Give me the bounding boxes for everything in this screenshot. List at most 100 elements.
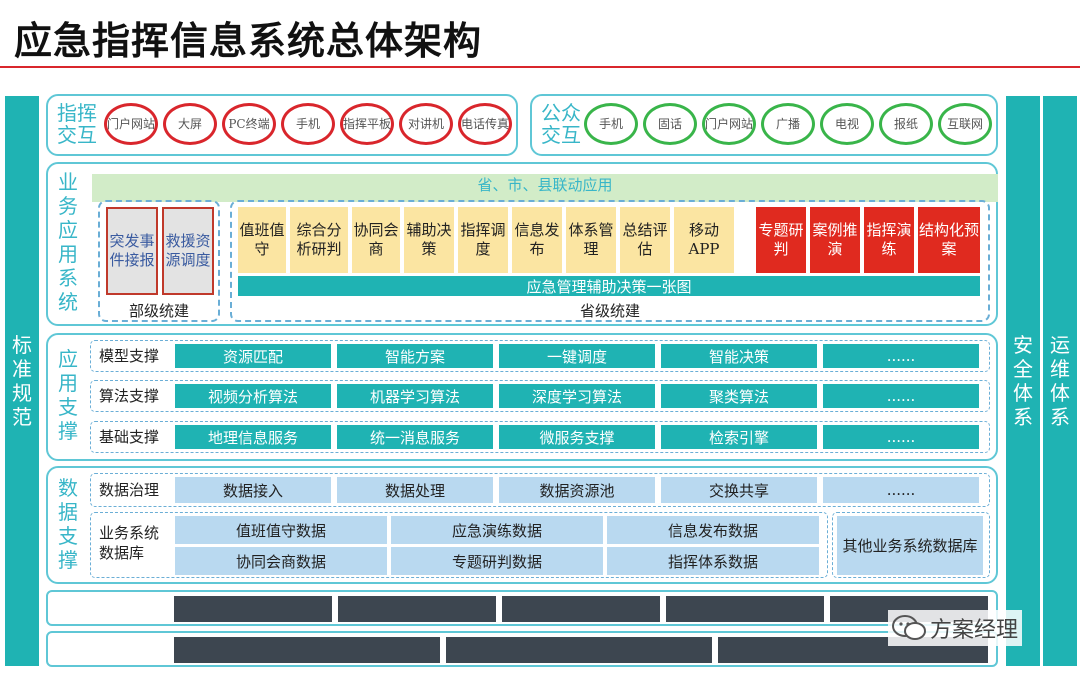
info-release-cell: 信息发布 xyxy=(512,207,562,273)
infra-block xyxy=(502,596,660,622)
linkage-banner: 省、市、县联动应用 xyxy=(92,174,998,202)
infra-block xyxy=(174,596,332,622)
base-more-cell: ...... xyxy=(823,425,979,449)
rescue-dispatch-cell: 救援资源调度 xyxy=(162,207,214,295)
tablet-circle: 指挥平板 xyxy=(340,103,394,145)
decision-support-cell: 辅助决策 xyxy=(404,207,454,273)
standards-bar: 标准规范 xyxy=(5,96,39,666)
standards-label: 标准规范 xyxy=(12,333,32,429)
security-bar: 安全体系 xyxy=(1006,96,1040,666)
evaluation-cell: 总结评估 xyxy=(620,207,670,273)
deep-learning-cell: 深度学习算法 xyxy=(499,384,655,408)
ops-label: 运维体系 xyxy=(1050,333,1070,429)
infra-row-1 xyxy=(46,590,998,626)
infra-block xyxy=(174,637,440,663)
public-portal-circle: 门户网站 xyxy=(702,103,756,145)
model-support-label: 模型支撑 xyxy=(99,347,160,365)
incident-report-cell: 突发事件接报 xyxy=(106,207,158,295)
province-group: 值班值守 综合分析研判 协同会商 辅助决策 指挥调度 信息发布 体系管理 总结评… xyxy=(230,200,990,322)
analysis-cell: 综合分析研判 xyxy=(290,207,348,273)
data-support-panel: 数据支撑 数据治理 数据接入 数据处理 数据资源池 交换共享 ...... 业务… xyxy=(46,466,998,584)
security-label: 安全体系 xyxy=(1013,333,1033,429)
watermark: 方案经理 xyxy=(888,610,1023,646)
data-governance-label: 数据治理 xyxy=(99,481,160,499)
business-app-label: 业务应用系统 xyxy=(58,170,78,314)
message-service-cell: 统一消息服务 xyxy=(337,425,493,449)
pc-terminal-circle: PC终端 xyxy=(222,103,276,145)
public-mobile-circle: 手机 xyxy=(584,103,638,145)
data-processing-cell: 数据处理 xyxy=(337,477,493,503)
data-governance-row: 数据治理 数据接入 数据处理 数据资源池 交换共享 ...... xyxy=(90,473,990,507)
clustering-cell: 聚类算法 xyxy=(661,384,817,408)
structured-plan-cell: 结构化预案 xyxy=(918,207,980,273)
walkie-talkie-circle: 对讲机 xyxy=(399,103,453,145)
infra-block xyxy=(446,637,712,663)
one-click-dispatch-cell: 一键调度 xyxy=(499,344,655,368)
system-management-cell: 体系管理 xyxy=(566,207,616,273)
command-interaction-panel: 指挥交互 门户网站 大屏 PC终端 手机 指挥平板 对讲机 电话传真 xyxy=(46,94,518,156)
portal-circle: 门户网站 xyxy=(104,103,158,145)
business-db-label: 业务系统数据库 xyxy=(99,524,160,562)
phone-fax-circle: 电话传真 xyxy=(458,103,512,145)
consultation-data-cell: 协同会商数据 xyxy=(175,547,387,575)
public-interaction-panel: 公众交互 手机 固话 门户网站 广播 电视 报纸 互联网 xyxy=(530,94,998,156)
public-interaction-label: 公众交互 xyxy=(541,101,581,147)
base-support-row: 基础支撑 地理信息服务 统一消息服务 微服务支撑 检索引擎 ...... xyxy=(90,421,990,453)
broadcast-circle: 广播 xyxy=(761,103,815,145)
drill-data-cell: 应急演练数据 xyxy=(391,516,603,544)
title-divider xyxy=(0,66,1080,68)
algorithm-support-label: 算法支撑 xyxy=(99,387,160,405)
other-db-box: 其他业务系统数据库 xyxy=(832,512,990,578)
special-analysis-cell: 专题研判 xyxy=(756,207,806,273)
infra-row-2 xyxy=(46,631,998,667)
algorithm-more-cell: ...... xyxy=(823,384,979,408)
data-ingest-cell: 数据接入 xyxy=(175,477,331,503)
governance-more-cell: ...... xyxy=(823,477,979,503)
page-title: 应急指挥信息系统总体架构 xyxy=(14,19,483,63)
business-db-row: 业务系统数据库 值班值守数据 应急演练数据 信息发布数据 协同会商数据 专题研判… xyxy=(90,512,828,578)
search-engine-cell: 检索引擎 xyxy=(661,425,817,449)
linkage-title: 省、市、县联动应用 xyxy=(477,176,613,194)
resource-match-cell: 资源匹配 xyxy=(175,344,331,368)
big-screen-circle: 大屏 xyxy=(163,103,217,145)
model-support-row: 模型支撑 资源匹配 智能方案 一键调度 智能决策 ...... xyxy=(90,340,990,372)
exchange-share-cell: 交换共享 xyxy=(661,477,817,503)
duty-data-cell: 值班值守数据 xyxy=(175,516,387,544)
newspaper-circle: 报纸 xyxy=(879,103,933,145)
gis-service-cell: 地理信息服务 xyxy=(175,425,331,449)
mobile-circle: 手机 xyxy=(281,103,335,145)
machine-learning-cell: 机器学习算法 xyxy=(337,384,493,408)
model-more-cell: ...... xyxy=(823,344,979,368)
command-interaction-label: 指挥交互 xyxy=(57,101,97,147)
other-db-cell: 其他业务系统数据库 xyxy=(837,516,983,575)
data-pool-cell: 数据资源池 xyxy=(499,477,655,503)
consultation-cell: 协同会商 xyxy=(352,207,400,273)
microservice-cell: 微服务支撑 xyxy=(499,425,655,449)
command-drill-cell: 指挥演练 xyxy=(864,207,914,273)
app-support-panel: 应用支撑 模型支撑 资源匹配 智能方案 一键调度 智能决策 ...... 算法支… xyxy=(46,333,998,461)
infra-block xyxy=(338,596,496,622)
base-support-label: 基础支撑 xyxy=(99,428,160,446)
command-system-data-cell: 指挥体系数据 xyxy=(607,547,819,575)
watermark-text: 方案经理 xyxy=(930,618,1019,643)
video-analysis-cell: 视频分析算法 xyxy=(175,384,331,408)
wechat-icon xyxy=(892,615,926,640)
smart-decision-cell: 智能决策 xyxy=(661,344,817,368)
command-dispatch-cell: 指挥调度 xyxy=(458,207,508,273)
release-data-cell: 信息发布数据 xyxy=(607,516,819,544)
duty-cell: 值班值守 xyxy=(238,207,286,273)
province-caption: 省级统建 xyxy=(579,302,640,320)
ops-bar: 运维体系 xyxy=(1043,96,1077,666)
tv-circle: 电视 xyxy=(820,103,874,145)
internet-circle: 互联网 xyxy=(938,103,992,145)
business-app-panel: 业务应用系统 省、市、县联动应用 突发事件接报 救援资源调度 部级统建 值班值守… xyxy=(46,162,998,326)
algorithm-support-row: 算法支撑 视频分析算法 机器学习算法 深度学习算法 聚类算法 ...... xyxy=(90,380,990,412)
smart-plan-cell: 智能方案 xyxy=(337,344,493,368)
app-support-label: 应用支撑 xyxy=(58,347,78,443)
ministry-group: 突发事件接报 救援资源调度 部级统建 xyxy=(98,200,220,322)
infra-block xyxy=(666,596,824,622)
decision-map-bar: 应急管理辅助决策一张图 xyxy=(238,276,980,296)
data-support-label: 数据支撑 xyxy=(58,476,78,572)
ministry-caption: 部级统建 xyxy=(128,302,189,320)
landline-circle: 固话 xyxy=(643,103,697,145)
